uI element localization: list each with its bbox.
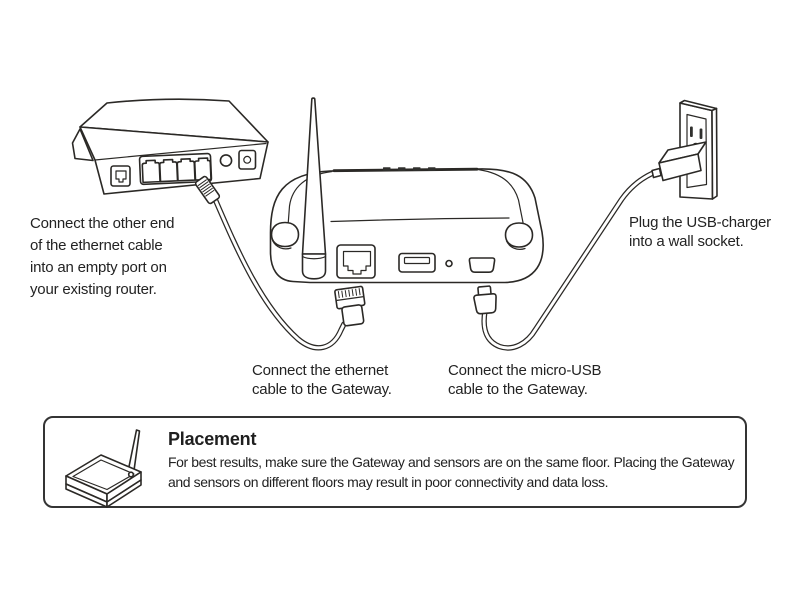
micro-usb-cable (481, 170, 655, 351)
gateway-usb-port (398, 252, 436, 273)
router-dsl-port-inner (115, 170, 127, 183)
placement-body: For best results, make sure the Gateway … (168, 454, 735, 490)
router-step-caption: Connect the other end of the ethernet ca… (30, 215, 175, 298)
charger-front-face (658, 153, 702, 182)
router-icon (71, 98, 269, 195)
router-port-4 (193, 157, 212, 181)
router-power-jack-pin (243, 155, 252, 164)
ethernet-plug-router-icon (194, 175, 221, 205)
micro-usb-plug-icon (473, 285, 497, 315)
antenna-icon (301, 97, 327, 255)
gateway-led-4 (428, 167, 436, 171)
router-port-2 (158, 158, 179, 183)
router-panel-edge (94, 142, 267, 161)
gateway-led-2 (398, 167, 406, 171)
router-power-jack (238, 149, 257, 170)
router-dsl-port (110, 165, 131, 187)
router-top-face (79, 98, 269, 143)
ethernet-plug-gateway-icon (334, 285, 366, 327)
gateway-thumbnail-icon (65, 429, 142, 508)
gateway-led-1 (383, 167, 391, 171)
gateway-right-band (473, 168, 525, 226)
ethernet-cable (212, 196, 347, 351)
gateway-mini-usb-port (468, 257, 496, 273)
placement-note-box: Placement For best results, make sure th… (43, 416, 747, 508)
socket-slot-left (690, 126, 693, 137)
router-foot (71, 128, 94, 162)
router-port-1 (141, 159, 161, 184)
ethernet-step-caption: Connect the ethernet cable to the Gatewa… (252, 362, 392, 398)
router-port-3 (176, 157, 196, 182)
gateway-front-edge (330, 217, 510, 223)
gateway-right-cap (504, 222, 534, 248)
gateway-ethernet-port (336, 244, 376, 279)
micro-usb-step-caption: Connect the micro-USB cable to the Gatew… (448, 362, 602, 398)
gateway-left-cap (270, 221, 300, 248)
socket-slot-right (699, 128, 703, 139)
antenna-base (301, 253, 327, 280)
placement-title: Placement (168, 429, 257, 449)
gateway-reset-hole (445, 259, 453, 268)
power-step-caption: Plug the USB-charger into a wall socket. (629, 214, 771, 250)
router-round-connector (219, 154, 233, 167)
usb-charger-icon (651, 141, 707, 182)
gateway-led-3 (413, 167, 421, 171)
router-ethernet-ports (138, 152, 213, 186)
gateway-icon (269, 97, 544, 284)
gateway-left-band (287, 170, 333, 227)
